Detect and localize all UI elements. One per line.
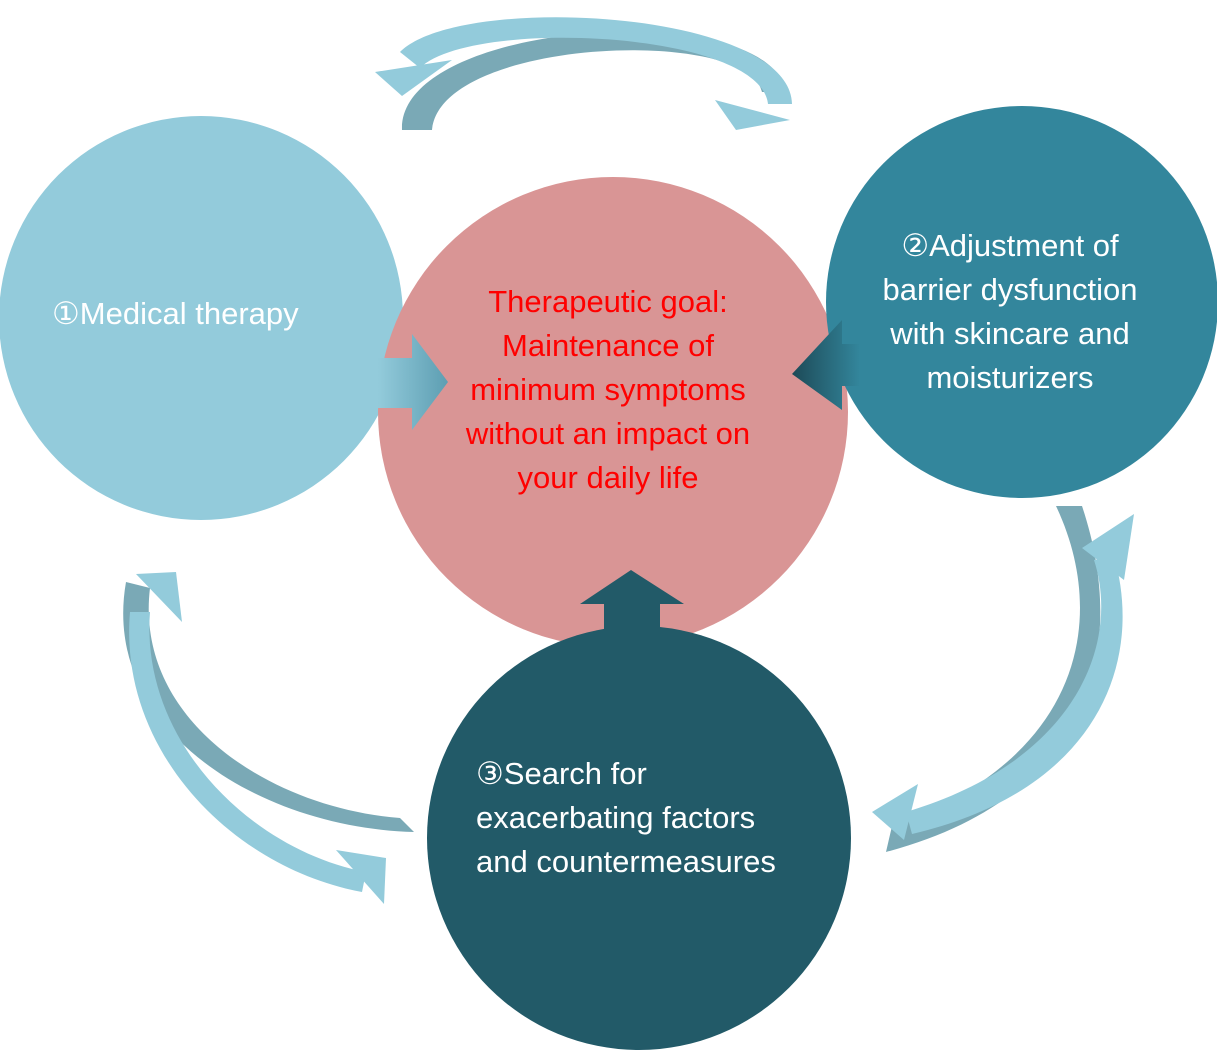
medical-therapy-circle	[0, 116, 403, 520]
top-arrow-left-head	[375, 60, 452, 96]
medical-to-goal-arrow	[378, 334, 448, 430]
goal-line-3: minimum symptoms	[470, 372, 746, 407]
search-circle	[427, 626, 851, 1050]
skincare-line-3: with skincare and	[890, 316, 1130, 351]
skincare-line-4: moisturizers	[926, 360, 1094, 395]
left-arrow-down-head	[336, 850, 386, 904]
skincare-line-2: barrier dysfunction	[882, 272, 1138, 307]
search-line-1: ③Search for	[476, 756, 647, 791]
medical-therapy-label: ①Medical therapy	[52, 292, 299, 336]
right-arrow-up	[906, 556, 1123, 834]
right-arrow-up-head	[1082, 514, 1134, 580]
skincare-to-goal-arrow	[792, 320, 860, 410]
goal-line-2: Maintenance of	[502, 328, 714, 363]
search-to-goal-arrow	[580, 570, 684, 640]
medical-therapy-text: ①Medical therapy	[52, 296, 299, 331]
therapeutic-goal-circle	[378, 177, 848, 647]
left-cycle-arrows	[123, 572, 414, 904]
goal-line-5: your daily life	[517, 460, 699, 495]
left-arrow-up	[123, 582, 414, 832]
top-arrow-right-head	[715, 100, 790, 130]
left-arrow-down	[129, 612, 366, 892]
skincare-line-1: ②Adjustment of	[901, 228, 1119, 263]
goal-line-4: without an impact on	[465, 416, 751, 451]
left-arrow-up-head	[136, 572, 182, 622]
top-cycle-arrows	[375, 17, 792, 130]
top-arrow-left	[400, 17, 792, 104]
goal-line-1: Therapeutic goal:	[488, 284, 728, 319]
therapeutic-goal-label: Therapeutic goal: Maintenance of minimum…	[430, 280, 786, 500]
skincare-label: ②Adjustment of barrier dysfunction with …	[855, 224, 1165, 400]
search-label: ③Search for exacerbating factors and cou…	[476, 752, 776, 884]
skincare-circle	[826, 106, 1217, 498]
top-arrow-right	[401, 31, 786, 130]
search-line-3: and countermeasures	[476, 844, 776, 879]
right-arrow-down-head	[872, 784, 918, 840]
search-line-2: exacerbating factors	[476, 800, 756, 835]
right-cycle-arrows	[872, 506, 1134, 852]
